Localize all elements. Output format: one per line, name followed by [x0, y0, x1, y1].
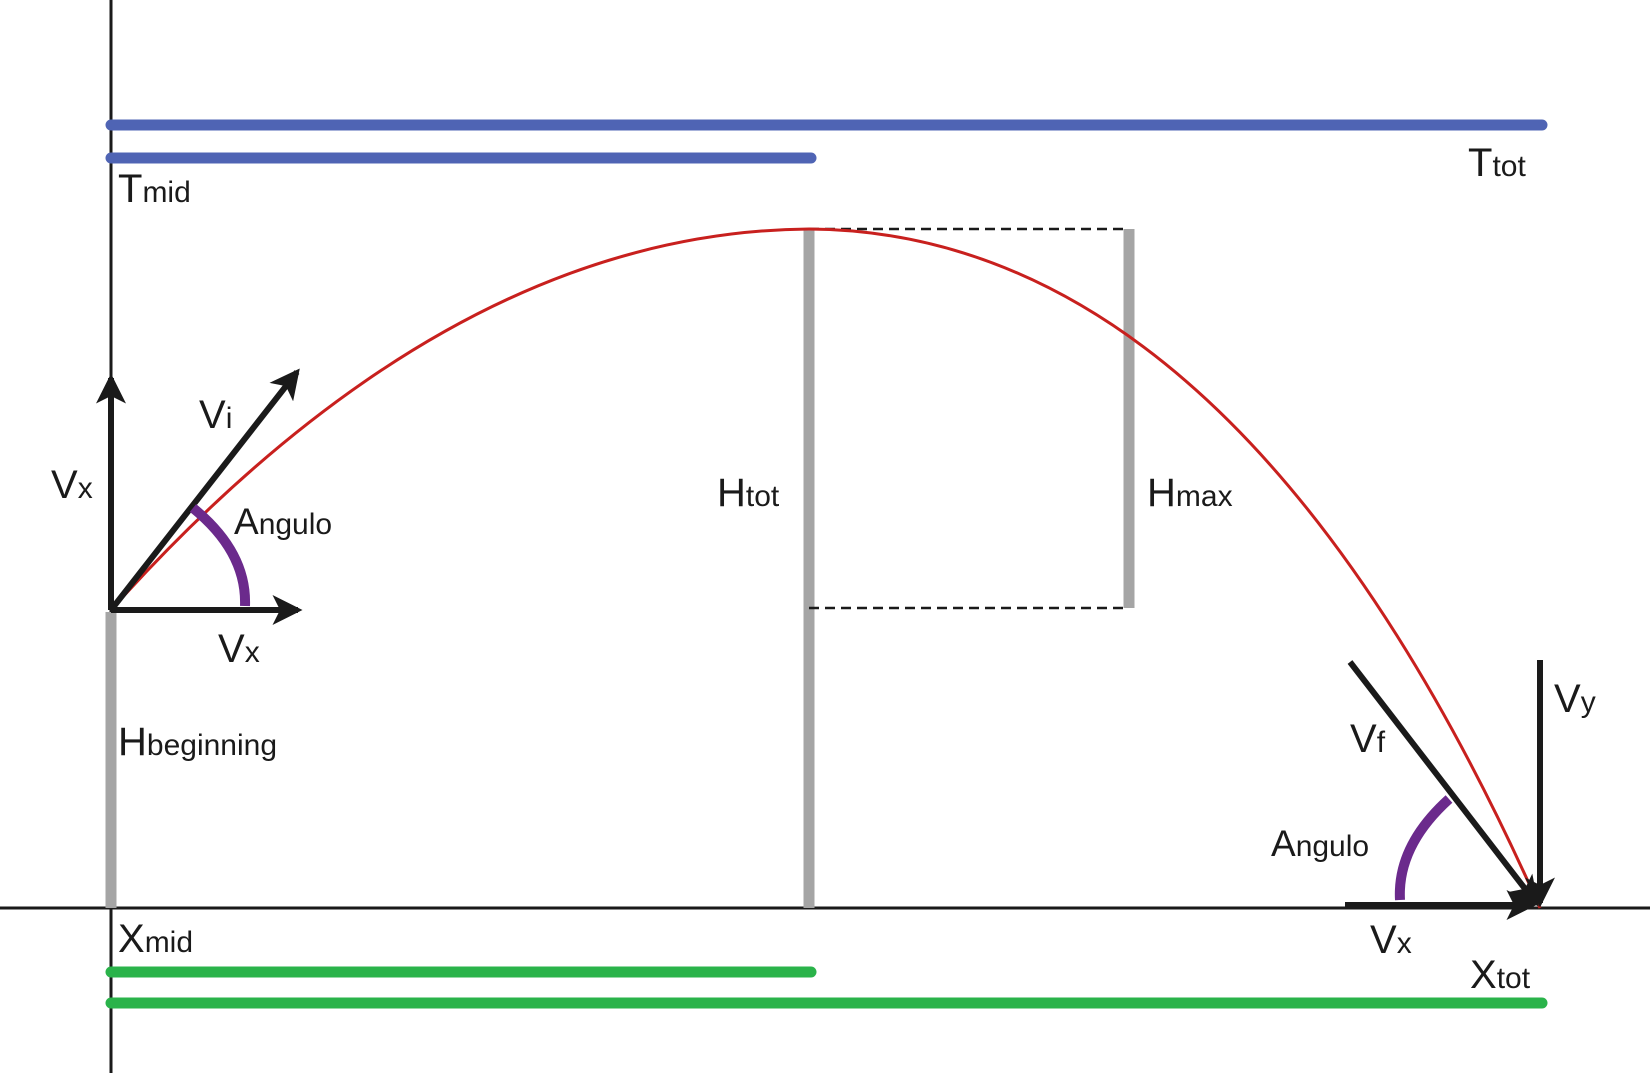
- v-x-horizontal-label: Vx: [218, 627, 260, 671]
- x-mid-label: Xmid: [118, 917, 193, 961]
- h-beginning-label: Hbeginning: [118, 720, 277, 764]
- launch-angle-arc: [189, 504, 251, 607]
- x-tot-label: Xtot: [1470, 953, 1531, 997]
- v-x-vertical-label: Vx: [51, 463, 93, 507]
- h-max-label: Hmax: [1147, 471, 1233, 515]
- v-x-final-label: Vx: [1370, 918, 1412, 962]
- v-i-label: Vi: [199, 393, 232, 437]
- v-y-label: Vy: [1554, 677, 1596, 721]
- t-mid-label: Tmid: [118, 167, 191, 211]
- projectile-trajectory: [109, 227, 1542, 909]
- final-velocity-arrow: [1347, 660, 1539, 907]
- h-tot-label: Htot: [717, 471, 780, 515]
- impact-angle-label: Angulo: [1271, 823, 1369, 864]
- impact-angle-arc: [1394, 795, 1453, 901]
- initial-velocity-arrow: [108, 368, 300, 612]
- t-tot-label: Ttot: [1468, 141, 1526, 185]
- launch-angle-label: Angulo: [234, 501, 332, 542]
- v-f-label: Vf: [1350, 717, 1386, 761]
